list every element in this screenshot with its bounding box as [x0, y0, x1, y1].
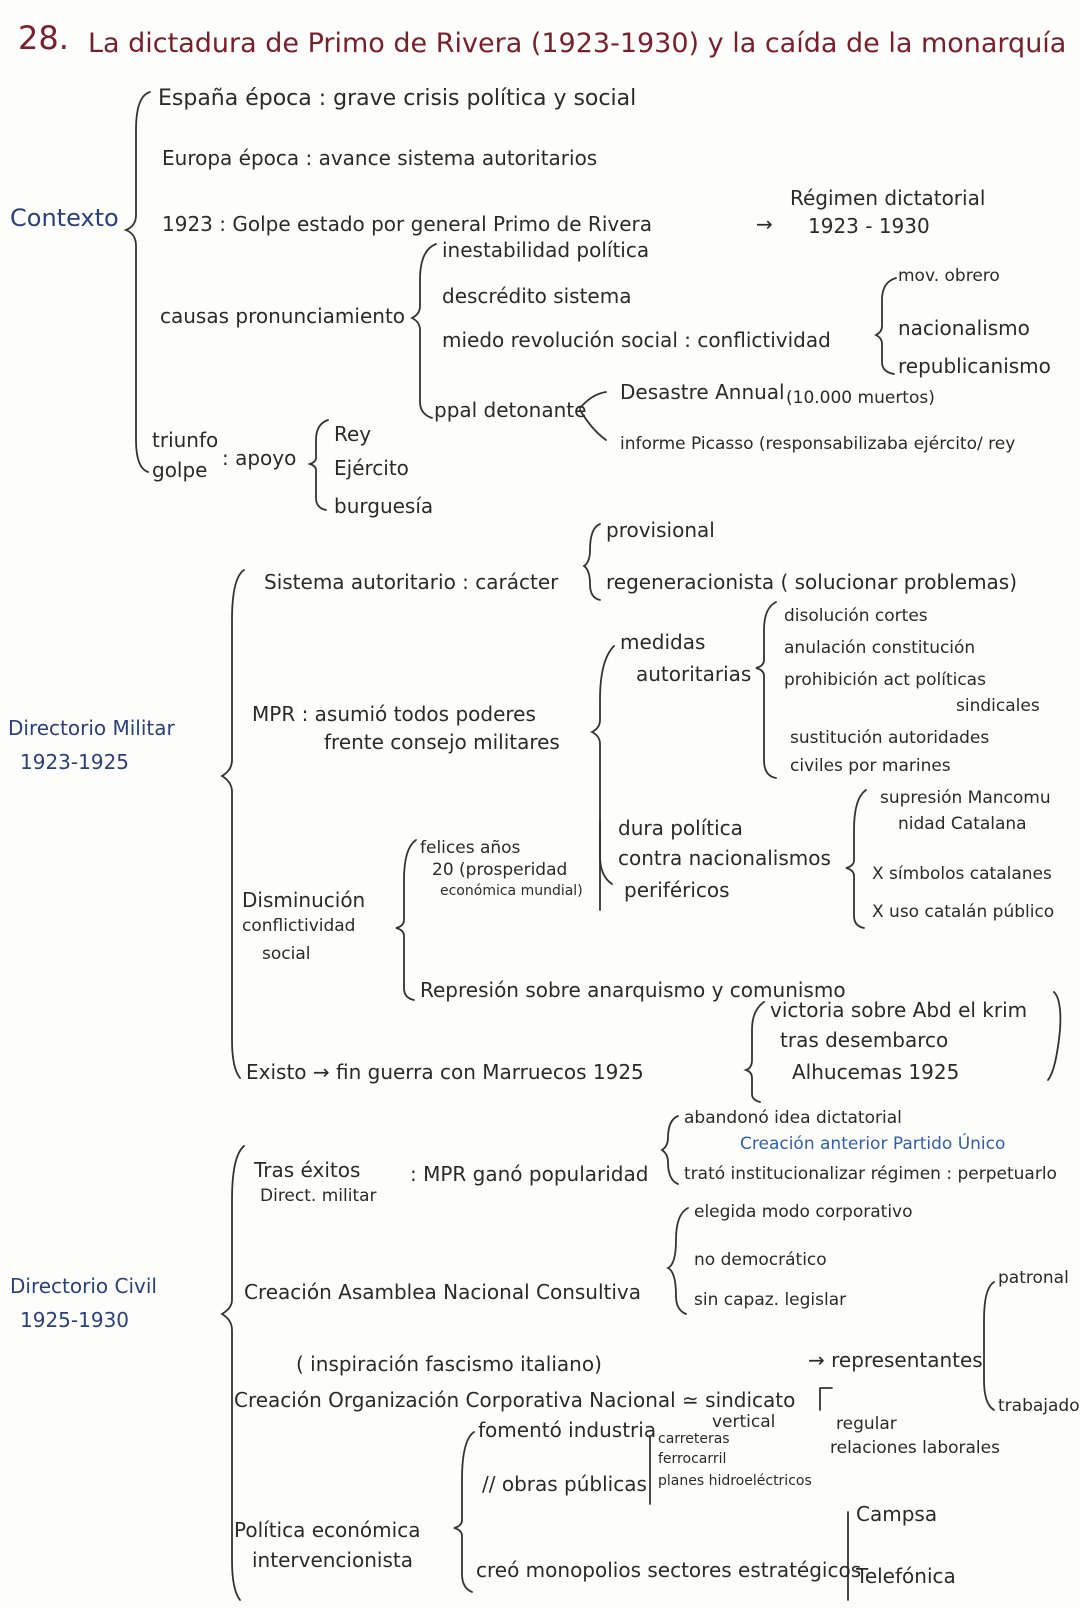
medida-item: anulación constitución: [784, 638, 976, 658]
detonante-item: (10.000 muertos): [786, 388, 935, 408]
represion-item: Represión sobre anarquismo y comunismo: [420, 978, 846, 1002]
exito-item: Existo → fin guerra con Marruecos 1925: [246, 1060, 644, 1084]
monopolio-subitem: Telefónica: [856, 1564, 956, 1588]
section-years-civil: 1925-1930: [20, 1308, 130, 1332]
tras-label: Tras éxitos: [254, 1158, 361, 1182]
supresion-item: X símbolos catalanes: [872, 864, 1052, 884]
obras-subitem: ferrocarril: [658, 1451, 727, 1467]
obras-subitem: carreteras: [658, 1431, 730, 1447]
dura-item: dura política: [618, 816, 743, 840]
medida-item: sustitución autoridades: [790, 728, 990, 748]
dura-item: periféricos: [624, 878, 730, 902]
inspiracion-note: ( inspiración fascismo italiano): [296, 1352, 602, 1376]
mpr-label: MPR : asumió todos poderes: [252, 702, 536, 726]
causa-item: inestabilidad política: [442, 238, 650, 262]
tras-label-3: : MPR ganó popularidad: [410, 1162, 649, 1186]
asamblea-item: sin capaz. legislar: [694, 1290, 847, 1310]
tras-label-2: Direct. militar: [260, 1186, 377, 1206]
fomento-item: fomentó industria: [478, 1418, 657, 1442]
disminucion-label-3: social: [262, 944, 311, 964]
felices-item: económica mundial): [440, 883, 583, 899]
apoyo-item: Rey: [334, 422, 372, 446]
title-number: 28.: [18, 19, 69, 57]
mpr-label-2: frente consejo militares: [324, 730, 560, 754]
causas-label: causas pronunciamiento: [160, 304, 406, 328]
arrow-icon: →: [756, 212, 773, 236]
asamblea-item: elegida modo corporativo: [694, 1202, 913, 1222]
regimen-label: Régimen dictatorial: [790, 186, 986, 210]
dura-item: contra nacionalismos: [618, 846, 831, 870]
victoria-item: Alhucemas 1925: [792, 1060, 960, 1084]
contexto-europa: Europa época : avance sistema autoritari…: [162, 146, 598, 170]
sistema-label: Sistema autoritario : carácter: [264, 570, 559, 594]
supresion-item: X uso catalán público: [872, 902, 1055, 922]
disminucion-label-2: conflictividad: [242, 916, 356, 936]
section-label-civil: Directorio Civil: [10, 1274, 157, 1298]
vertical-label: vertical: [712, 1412, 776, 1432]
contexto-golpe: 1923 : Golpe estado por general Primo de…: [162, 212, 652, 236]
abandono-item: abandonó idea dictatorial: [684, 1108, 902, 1128]
medida-item: disolución cortes: [784, 606, 928, 626]
partido-item: Creación anterior Partido Único: [740, 1134, 1006, 1154]
apoyo-label: : apoyo: [222, 446, 297, 470]
asamblea-item: no democrático: [694, 1250, 827, 1270]
triunfo-label: triunfo: [152, 428, 219, 452]
golpe-label: golpe: [152, 458, 208, 482]
section-years-militar: 1923-1925: [20, 750, 130, 774]
trato-item: trató institucionalizar régimen : perpet…: [684, 1164, 1057, 1184]
caracter-item: provisional: [606, 518, 715, 542]
relaciones-item: relaciones laborales: [830, 1438, 1000, 1458]
monopolio-subitem: Campsa: [856, 1502, 938, 1526]
disminucion-label: Disminución: [242, 888, 366, 912]
medida-item: sindicales: [956, 696, 1040, 716]
supresion-item: nidad Catalana: [898, 814, 1027, 834]
trabajadores-item: trabajadores: [998, 1396, 1080, 1416]
medidas-label-2: autoritarias: [636, 662, 752, 686]
section-label-contexto: Contexto: [10, 204, 119, 232]
regular-item: regular: [836, 1414, 897, 1434]
medidas-label: medidas: [620, 630, 706, 654]
caracter-item: regeneracionista ( solucionar problemas): [606, 570, 1018, 594]
detonante-item: Desastre Annual: [620, 380, 785, 404]
contexto-espana: España época : grave crisis política y s…: [158, 86, 637, 111]
politica-label-2: intervencionista: [252, 1548, 413, 1572]
conflict-item: nacionalismo: [898, 316, 1030, 340]
detonante-label: ppal detonante: [434, 398, 587, 422]
regimen-years: 1923 - 1930: [808, 214, 930, 238]
supresion-item: supresión Mancomu: [880, 788, 1051, 808]
victoria-item: victoria sobre Abd el krim: [770, 998, 1028, 1022]
causa-item: miedo revolución social : conflictividad: [442, 328, 831, 352]
victoria-item: tras desembarco: [780, 1028, 949, 1052]
politica-label: Política económica: [234, 1518, 421, 1542]
felices-item: 20 (prosperidad: [432, 860, 568, 880]
causa-item: descrédito sistema: [442, 284, 632, 308]
page-title: La dictadura de Primo de Rivera (1923-19…: [88, 28, 1067, 59]
asamblea-label: Creación Asamblea Nacional Consultiva: [244, 1280, 642, 1304]
obras-item: // obras públicas: [482, 1472, 647, 1496]
apoyo-item: burguesía: [334, 494, 434, 518]
monopolios-item: creó monopolios sectores estratégicos: [476, 1558, 862, 1582]
section-label-militar: Directorio Militar: [8, 716, 175, 740]
medida-item: civiles por marines: [790, 756, 951, 776]
representantes-item: → representantes: [808, 1348, 983, 1372]
conflict-item: republicanismo: [898, 354, 1051, 378]
conflict-item: mov. obrero: [898, 266, 1000, 286]
medida-item: prohibición act políticas: [784, 670, 986, 690]
detonante-item: informe Picasso (responsabilizaba ejérci…: [620, 434, 1016, 454]
organizacion-label: Creación Organización Corporativa Nacion…: [234, 1388, 796, 1412]
felices-item: felices años: [420, 838, 521, 858]
patronal-item: patronal: [998, 1268, 1069, 1288]
apoyo-item: Ejército: [334, 456, 409, 480]
obras-subitem: planes hidroeléctricos: [658, 1473, 812, 1489]
